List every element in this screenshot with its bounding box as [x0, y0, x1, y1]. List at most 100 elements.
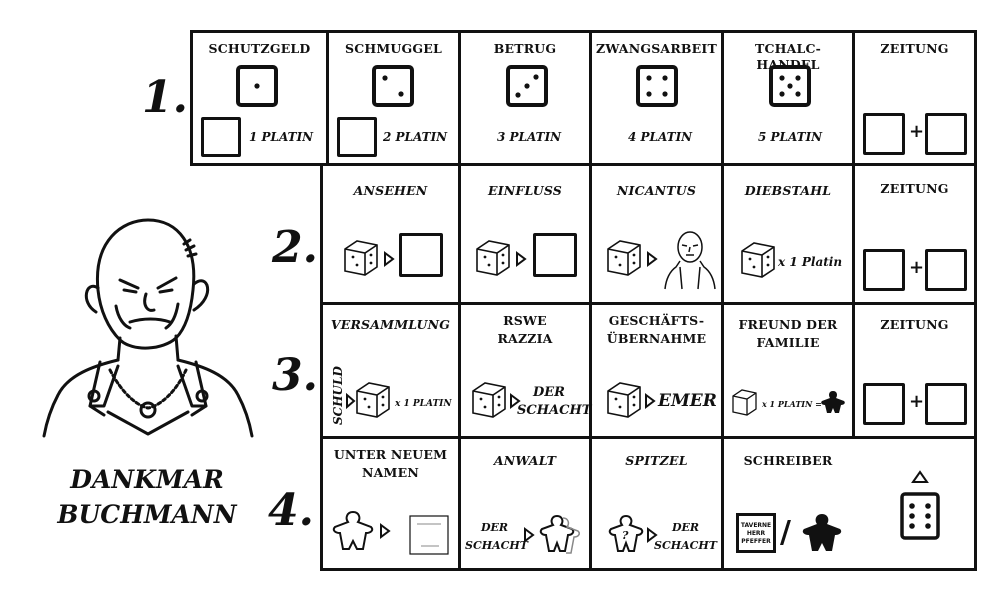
document-card-icon: [409, 515, 449, 555]
checkbox[interactable]: [863, 383, 905, 425]
cell-title-line1: GESCHÄFTS-: [608, 313, 705, 328]
cell-zeitung-1[interactable]: ZEITUNG +: [855, 33, 974, 163]
cell-title-line1: UNTER NEUEM: [333, 447, 448, 462]
cell-title-line2: NAMEN: [362, 465, 419, 480]
taverne-card-icon: TAVERNE HERR PFEFFER: [736, 513, 776, 553]
cell-freund-der-familie[interactable]: FREUND DER FAMILIE x 1 PLATIN =: [724, 305, 852, 436]
die-face-four-icon: [636, 65, 678, 107]
cell-nicantus[interactable]: NICANTUS: [592, 169, 721, 302]
cell-title-line1: FREUND DER: [738, 317, 838, 332]
cell-title: ANWALT: [493, 453, 557, 468]
die-arrow-icon: [472, 382, 521, 418]
die-arrow-icon: [346, 382, 390, 418]
arrow-meeples-icon: [524, 514, 580, 554]
plus-sign: +: [909, 391, 925, 412]
rows-2-4-grid: [320, 166, 977, 571]
checkbox[interactable]: [925, 249, 967, 291]
cell-title: NICANTUS: [616, 183, 697, 198]
cell-zeitung-3[interactable]: ZEITUNG +: [855, 305, 974, 436]
cell-diebstahl[interactable]: DIEBSTAHL x 1 Platin: [724, 169, 852, 302]
checkbox[interactable]: [337, 117, 377, 157]
cell-title-line2: FAMILIE: [756, 335, 820, 350]
card-line-2: HERR: [746, 530, 766, 537]
cell-schmuggel[interactable]: SCHMUGGEL 2 PLATIN: [329, 33, 458, 163]
die-arrow-icon: [344, 240, 395, 276]
cell-zwangsarbeit[interactable]: ZWANGSARBEIT 4 PLATIN: [592, 33, 721, 163]
row-1-grid: [190, 30, 977, 166]
checkbox[interactable]: [925, 113, 967, 155]
cell-title-line2: ÜBERNAHME: [606, 331, 707, 346]
cell-einfluss[interactable]: EINFLUSS: [461, 169, 589, 302]
die-face-three-icon: [506, 65, 548, 107]
meeple-icon: [821, 391, 845, 413]
platin-value: 2 PLATIN: [383, 130, 448, 144]
character-name-line2: BUCHMANN: [57, 500, 237, 529]
die-arrow-icon: [607, 240, 658, 276]
platin-value: x 1 PLATIN =: [762, 399, 822, 409]
schacht-label: SCHACHT: [654, 539, 717, 552]
question-mark: ?: [622, 529, 629, 542]
der-label: DER: [481, 521, 509, 534]
platin-value: 4 PLATIN: [628, 130, 693, 144]
cell-zeitung-2[interactable]: ZEITUNG +: [855, 169, 974, 302]
schacht-label: SCHACHT: [465, 539, 528, 552]
cell-ansehen[interactable]: ANSEHEN: [323, 169, 458, 302]
character-name-line1: DANKMAR: [70, 465, 224, 494]
cell-title-line2: RAZZIA: [497, 331, 553, 346]
checkbox[interactable]: [925, 383, 967, 425]
cell-rswe-razzia[interactable]: RSWE RAZZIA DER SCHACHT: [461, 305, 592, 436]
checkbox[interactable]: [533, 233, 577, 277]
cell-title: VERSAMMLUNG: [330, 317, 451, 332]
cell-geschaeftsuebernahme[interactable]: GESCHÄFTS- ÜBERNAHME EMER: [592, 305, 721, 436]
der-label: DER: [533, 385, 565, 400]
cell-title: SCHUTZGELD: [208, 41, 311, 56]
plus-sign: +: [909, 257, 925, 278]
row-number-3: 3.: [272, 350, 318, 401]
platin-value: 3 PLATIN: [497, 130, 562, 144]
die-face-two-icon: [372, 65, 414, 107]
cell-tchalc-handel[interactable]: TCHALC-HANDEL 5 PLATIN: [724, 33, 852, 163]
row-number-2: 2.: [272, 222, 318, 273]
die-six-triangle-icon: [900, 470, 940, 540]
cell-versammlung[interactable]: VERSAMMLUNG SCHULD x 1 PLATIN: [323, 305, 458, 436]
cell-schutzgeld[interactable]: SCHUTZGELD 1 PLATIN: [193, 33, 326, 163]
checkbox[interactable]: [863, 249, 905, 291]
cell-title: ZEITUNG: [880, 41, 949, 56]
cell-title: BETRUG: [493, 41, 557, 56]
cell-title: ZWANGSARBEIT: [596, 41, 717, 56]
meeple-question-arrow-icon: [608, 514, 658, 552]
schuld-label: SCHULD: [331, 366, 345, 425]
row-number-1: 1.: [142, 72, 188, 123]
row-number-4: 4.: [268, 485, 314, 536]
cell-unter-neuem-namen[interactable]: UNTER NEUEM NAMEN: [323, 439, 458, 568]
cell-title: SPITZEL: [625, 453, 688, 468]
checkbox[interactable]: [863, 113, 905, 155]
cell-title: ANSEHEN: [353, 183, 428, 198]
die-arrow-icon: [476, 240, 527, 276]
die-arrow-icon: [607, 382, 656, 418]
checkbox[interactable]: [201, 117, 241, 157]
emer-label: EMER: [658, 391, 717, 411]
platin-value: x 1 Platin: [778, 255, 843, 269]
schacht-label: SCHACHT: [517, 403, 592, 418]
cell-title: SCHMUGGEL: [345, 41, 442, 56]
plus-sign: +: [909, 121, 925, 142]
die-icon: [732, 389, 757, 416]
platin-value: 1 PLATIN: [249, 130, 314, 144]
meeple-icon: [802, 514, 842, 551]
cell-schreiber[interactable]: SCHREIBER TAVERNE HERR PFEFFER /: [724, 439, 852, 568]
cell-title-line1: RSWE: [503, 313, 547, 328]
cell-title: ZEITUNG: [880, 317, 949, 332]
nicantus-portrait-icon: [664, 231, 716, 290]
character-portrait: [42, 218, 254, 438]
cell-anwalt[interactable]: ANWALT DER SCHACHT: [461, 439, 589, 568]
platin-value: 5 PLATIN: [758, 130, 823, 144]
cell-spitzel[interactable]: SPITZEL ? DER SCHACHT: [592, 439, 721, 568]
die-face-five-icon: [769, 65, 811, 107]
cell-title: DIEBSTAHL: [744, 183, 832, 198]
card-line-3: PFEFFER: [741, 538, 771, 545]
die-icon: [741, 242, 775, 278]
checkbox[interactable]: [399, 233, 443, 277]
cell-betrug[interactable]: BETRUG 3 PLATIN: [461, 33, 589, 163]
cell-title: EINFLUSS: [487, 183, 563, 198]
